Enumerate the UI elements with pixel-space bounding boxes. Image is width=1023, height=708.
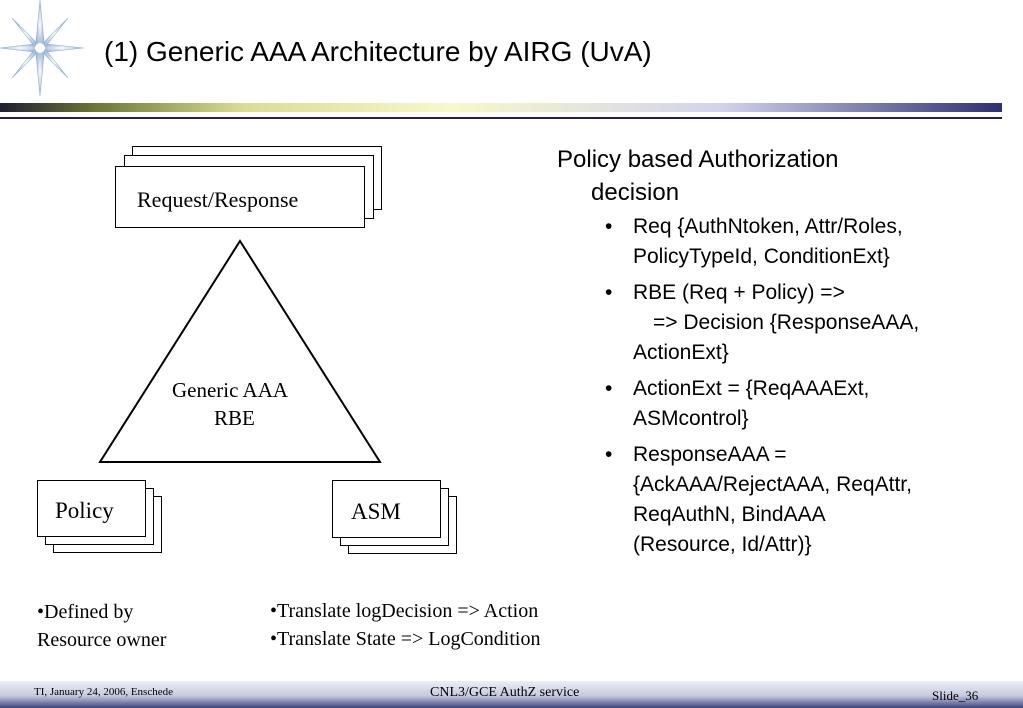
title-divider-line (0, 117, 1002, 119)
request-response-label: Request/Response (137, 187, 299, 212)
policy-note-line1: •Defined by (37, 601, 134, 623)
bullet-line: {AckAAA/RejectAAA, ReqAttr, (633, 473, 912, 496)
bullet-line: Req {AuthNtoken, Attr/Roles, (633, 215, 903, 238)
slide-number: Slide_36 (932, 688, 979, 703)
bullet-line: RBE (Req + Policy) => (633, 281, 845, 304)
triangle-label-line2: RBE (214, 406, 255, 430)
asm-label: ASM (351, 499, 401, 524)
footer-title: CNL3/GCE AuthZ service (430, 685, 580, 700)
bullet-dot: • (605, 377, 613, 400)
asm-box: ASM (332, 480, 441, 538)
policy-box: Policy (37, 480, 146, 537)
bullet-line: ResponseAAA = (633, 443, 787, 466)
bullet-dot: • (605, 443, 613, 466)
star-logo-icon (0, 0, 85, 97)
slide-title: (1) Generic AAA Architecture by AIRG (Uv… (104, 36, 652, 67)
authorization-heading: Policy based Authorization decision (557, 143, 937, 209)
policy-label: Policy (55, 498, 114, 523)
triangle-label-line1: Generic AAA (172, 378, 289, 402)
bullet-dot: • (605, 215, 613, 238)
policy-note-line2: Resource owner (37, 629, 167, 651)
bullet-line: ActionExt = {ReqAAAExt, (633, 377, 870, 400)
authorization-heading-line1: Policy based Authorization (557, 146, 839, 173)
footer-bar (0, 681, 1023, 708)
asm-note-line1: •Translate logDecision => Action (270, 600, 539, 622)
bullet-line: (Resource, Id/Attr)} (633, 533, 812, 556)
bullet-line: ReqAuthN, BindAAA (633, 503, 826, 526)
bullet-line: ActionExt} (633, 341, 729, 364)
bullet-line: => Decision {ResponseAAA, (653, 311, 920, 334)
request-response-box: Request/Response (115, 166, 365, 228)
title-divider-bar (0, 103, 1002, 112)
footer-date: TI, January 24, 2006, Enschede (34, 686, 173, 698)
bullet-line: ASMcontrol} (633, 407, 749, 430)
asm-note-line2: •Translate State => LogCondition (270, 628, 541, 650)
bullet-line: PolicyTypeId, ConditionExt} (633, 245, 890, 268)
rbe-triangle (98, 239, 382, 463)
bullet-dot: • (605, 281, 613, 304)
authorization-heading-line2: decision (591, 179, 680, 206)
